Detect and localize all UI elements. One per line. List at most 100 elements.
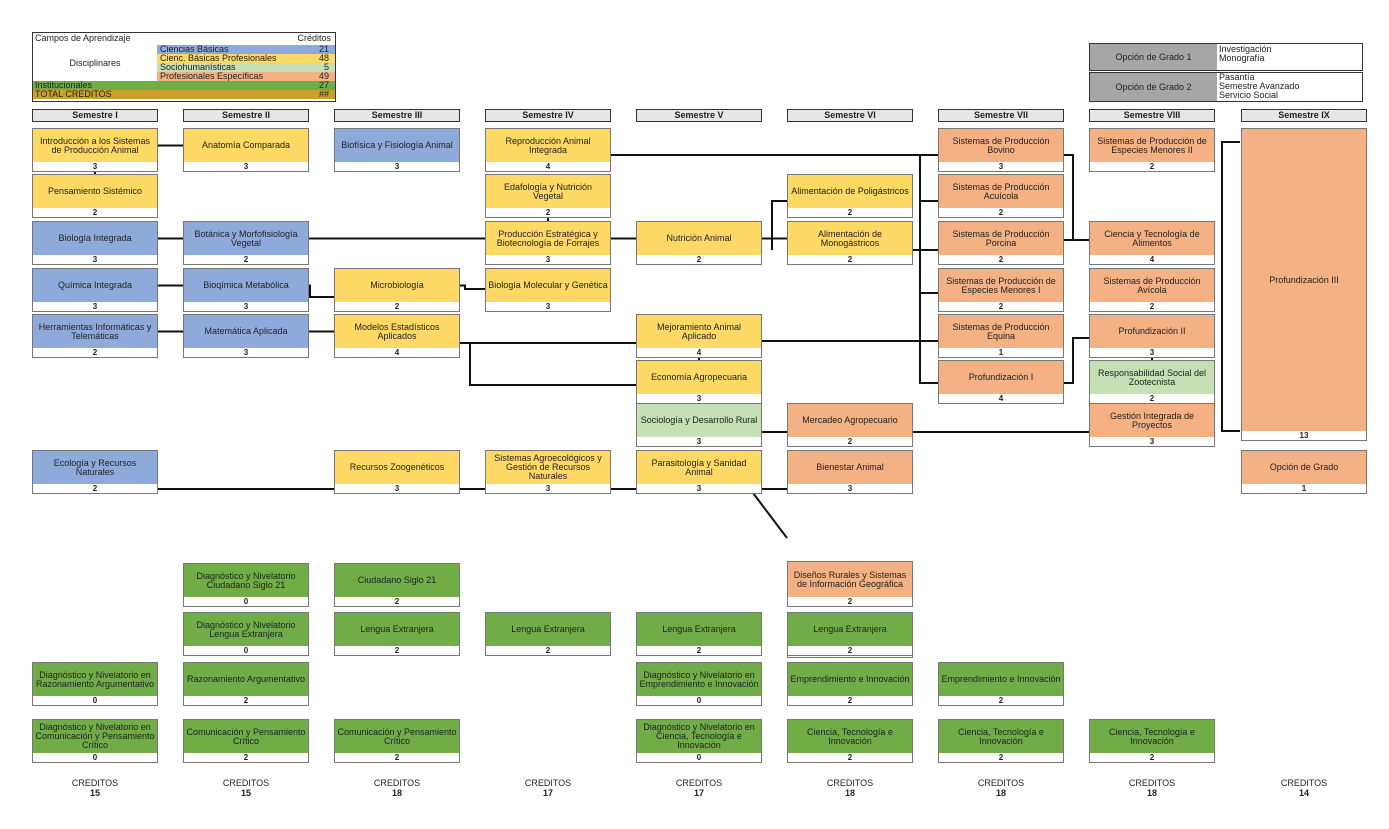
credits-label: CREDITOS: [71, 778, 119, 788]
course-name: Biología Molecular y Genética: [488, 280, 608, 290]
graduation-option-1: Opción de Grado 1 Investigación Monograf…: [1089, 43, 1363, 71]
credits-label: CREDITOS: [1280, 778, 1328, 788]
credits-value: 17: [542, 788, 553, 798]
course-box[interactable]: Diagnóstico y Nivelatorio Lengua Extranj…: [183, 612, 309, 656]
course-name: Anatomía Comparada: [201, 140, 291, 150]
course-credits: 3: [184, 348, 308, 357]
course-name: Microbiología: [370, 280, 424, 290]
course-box[interactable]: Diseños Rurales y Sistemas de Informació…: [787, 561, 913, 608]
course-box[interactable]: Biología Integrada 3: [32, 221, 158, 265]
course-name: Pensamiento Sistémico: [47, 186, 143, 196]
course-box[interactable]: Botánica y Morfofisiología Vegetal 2: [183, 221, 309, 265]
course-box[interactable]: Producción Estratégica y Biotecnología d…: [485, 221, 611, 265]
course-credits: 2: [184, 255, 308, 264]
credits-value: 18: [995, 788, 1006, 798]
course-box[interactable]: Anatomía Comparada 3: [183, 128, 309, 172]
course-box[interactable]: Diagnóstico y Nivelatorio en Razonamient…: [32, 662, 158, 706]
credits-label: CREDITOS: [524, 778, 572, 788]
course-box[interactable]: Diagnóstico y Nivelatorio en Emprendimie…: [636, 662, 762, 706]
course-box[interactable]: Reproducción Animal Integrada 4: [485, 128, 611, 172]
course-credits: 3: [33, 255, 157, 264]
course-credits: 3: [335, 162, 459, 171]
course-name: Mercadeo Agropecuario: [802, 415, 898, 425]
course-name: Emprendimiento e Innovación: [941, 674, 1061, 684]
course-box[interactable]: Sistemas Agroecológicos y Gestión de Rec…: [485, 450, 611, 494]
course-box[interactable]: Diagnóstico y Nivelatorio en Ciencia, Te…: [636, 719, 762, 763]
course-box[interactable]: Diagnóstico y Nivelatorio en Comunicació…: [32, 719, 158, 763]
course-name: Biología Integrada: [58, 233, 132, 243]
course-credits: 2: [788, 753, 912, 762]
course-name: Reproducción Animal Integrada: [505, 135, 591, 155]
course-box[interactable]: Diagnóstico y Nivelatorio Ciudadano Sigl…: [183, 563, 309, 607]
course-name: Diagnóstico y Nivelatorio en Ciencia, Te…: [643, 722, 755, 750]
course-credits: 3: [637, 437, 761, 446]
course-box[interactable]: Sistemas de Producción de Especies Menor…: [1089, 128, 1215, 172]
course-name: Gestión Integrada de Proyectos: [1109, 410, 1195, 430]
course-name: Lengua Extranjera: [511, 624, 585, 634]
course-box[interactable]: Sistemas de Producción de Especies Menor…: [938, 268, 1064, 312]
course-credits: 4: [486, 162, 610, 171]
option-label: Opción de Grado 2: [1090, 73, 1217, 101]
course-credits: 3: [184, 162, 308, 171]
course-credits: 2: [939, 208, 1063, 217]
course-name: Profundización I: [968, 372, 1034, 382]
semester-header: Semestre VI: [787, 109, 913, 122]
credits-value: 15: [240, 788, 251, 798]
credits-label: CREDITOS: [222, 778, 270, 788]
course-name: Botánica y Morfofisiología Vegetal: [194, 228, 298, 248]
credits-label: CREDITOS: [373, 778, 421, 788]
course-name: Sistemas de Producción Porcina: [952, 228, 1050, 248]
course-credits: 3: [637, 484, 761, 493]
course-box[interactable]: Introducción a los Sistemas de Producció…: [32, 128, 158, 172]
